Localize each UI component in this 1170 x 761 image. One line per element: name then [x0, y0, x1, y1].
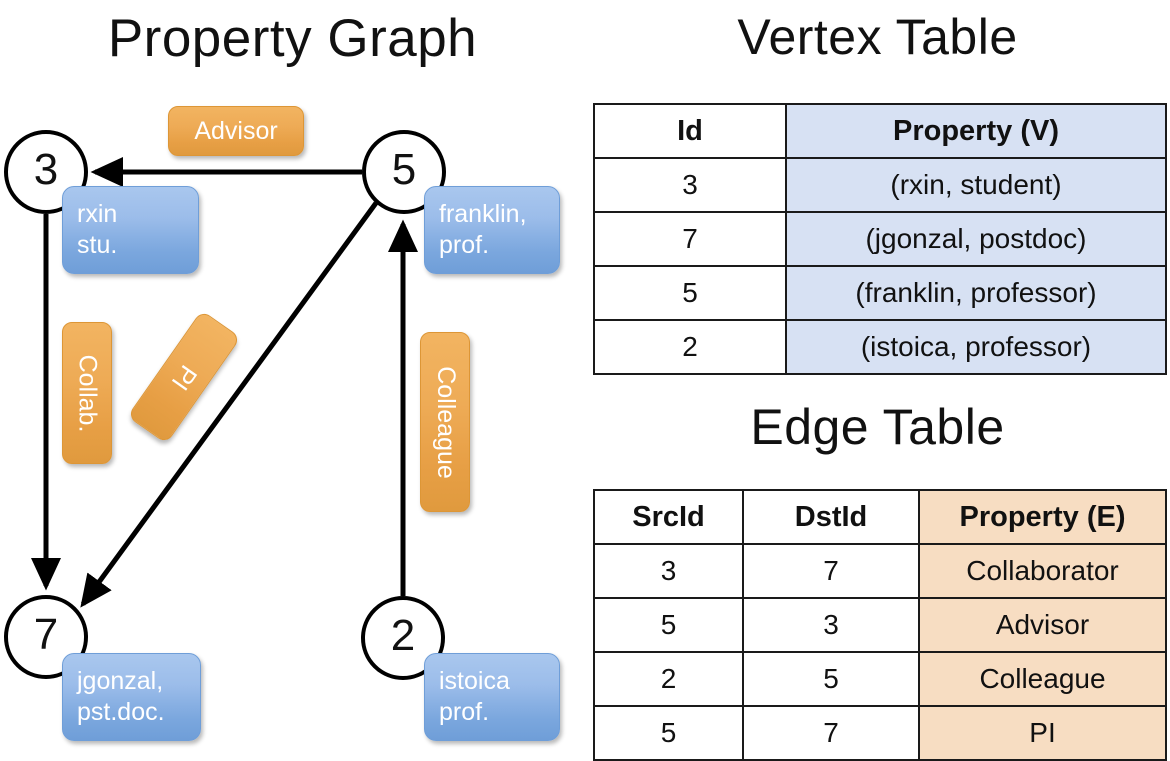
- vertex-property-box-jgonzal[interactable]: jgonzal, pst.doc.: [62, 653, 201, 741]
- edge-row-3-srcid: 5: [593, 705, 744, 761]
- edge-row-1-property: Advisor: [918, 597, 1167, 653]
- property-graph-diagram: 3 5 7 2 rxin stu. franklin, prof. jgonza…: [0, 0, 585, 760]
- edge-label-colleague-text: Colleague: [431, 365, 460, 479]
- graph-edges-layer: [31, 157, 418, 608]
- vertex-property-istoica-line2: prof.: [439, 698, 490, 726]
- vertex-property-rxin-line2: stu.: [77, 231, 118, 259]
- table-row: 3 7 Collaborator: [593, 543, 1167, 599]
- edge-label-colleague[interactable]: Colleague: [420, 332, 470, 512]
- edge-label-advisor[interactable]: Advisor: [168, 106, 304, 156]
- edge-row-0-dstid: 7: [742, 543, 920, 599]
- table-row: 2 5 Colleague: [593, 651, 1167, 707]
- vertex-row-0-id: 3: [593, 157, 787, 213]
- vertex-row-3-id: 2: [593, 319, 787, 375]
- vertex-row-1-property: (jgonzal, postdoc): [785, 211, 1167, 267]
- edge-row-3-dstid: 7: [742, 705, 920, 761]
- graph-node-5[interactable]: 5: [362, 130, 446, 214]
- vertex-table: Id Property (V) 3 (rxin, student) 7 (jgo…: [593, 103, 1167, 375]
- edge-table: SrcId DstId Property (E) 3 7 Collaborato…: [593, 489, 1167, 761]
- vertex-property-franklin-line1: franklin,: [439, 199, 527, 228]
- edge-label-collab[interactable]: Collab.: [62, 322, 112, 464]
- edge-row-2-srcid: 2: [593, 651, 744, 707]
- table-row: 7 (jgonzal, postdoc): [593, 211, 1167, 267]
- table-row: 2 (istoica, professor): [593, 319, 1167, 375]
- edge-table-header-row: SrcId DstId Property (E): [593, 489, 1167, 545]
- edge-label-advisor-text: Advisor: [194, 116, 278, 145]
- vertex-table-header-property: Property (V): [785, 103, 1167, 159]
- edge-row-1-dstid: 3: [742, 597, 920, 653]
- vertex-property-jgonzal-line1: jgonzal,: [77, 666, 164, 695]
- vertex-table-header-id: Id: [593, 103, 787, 159]
- graph-node-7-id: 7: [33, 610, 59, 659]
- table-row: 5 (franklin, professor): [593, 265, 1167, 321]
- vertex-property-istoica-line1: istoica: [439, 666, 510, 695]
- edge-label-collab-text: Collab.: [73, 354, 102, 432]
- edge-row-2-dstid: 5: [742, 651, 920, 707]
- edge-row-2-property: Colleague: [918, 651, 1167, 707]
- table-row: 5 7 PI: [593, 705, 1167, 761]
- edge-table-header-property: Property (E): [918, 489, 1167, 545]
- edge-table-header-srcid: SrcId: [593, 489, 744, 545]
- vertex-property-box-rxin[interactable]: rxin stu.: [62, 186, 199, 274]
- graph-node-2[interactable]: 2: [361, 596, 445, 680]
- edge-label-pi-text: PI: [166, 359, 203, 395]
- graph-node-5-id: 5: [391, 145, 417, 194]
- edge-row-0-property: Collaborator: [918, 543, 1167, 599]
- page-title-edge-table: Edge Table: [750, 399, 1005, 455]
- graph-node-2-id: 2: [390, 611, 416, 660]
- edge-row-0-srcid: 3: [593, 543, 744, 599]
- page-title-property-graph: Property Graph: [107, 9, 478, 68]
- vertex-row-3-property: (istoica, professor): [785, 319, 1167, 375]
- edge-row-3-property: PI: [918, 705, 1167, 761]
- vertex-property-box-franklin[interactable]: franklin, prof.: [424, 186, 560, 274]
- vertex-row-2-id: 5: [593, 265, 787, 321]
- vertex-property-franklin-line2: prof.: [439, 231, 490, 259]
- vertex-property-box-istoica[interactable]: istoica prof.: [424, 653, 560, 741]
- table-row: 3 (rxin, student): [593, 157, 1167, 213]
- edge-row-1-srcid: 5: [593, 597, 744, 653]
- vertex-row-0-property: (rxin, student): [785, 157, 1167, 213]
- vertex-row-1-id: 7: [593, 211, 787, 267]
- table-row: 5 3 Advisor: [593, 597, 1167, 653]
- page-title-vertex-table: Vertex Table: [737, 9, 1018, 65]
- vertex-property-rxin-line1: rxin: [77, 199, 118, 228]
- vertex-table-header-row: Id Property (V): [593, 103, 1167, 159]
- vertex-property-jgonzal-line2: pst.doc.: [77, 698, 165, 726]
- edge-table-header-dstid: DstId: [742, 489, 920, 545]
- graph-node-3-id: 3: [33, 145, 59, 194]
- vertex-row-2-property: (franklin, professor): [785, 265, 1167, 321]
- edge-5-to-7-pi: [80, 201, 379, 608]
